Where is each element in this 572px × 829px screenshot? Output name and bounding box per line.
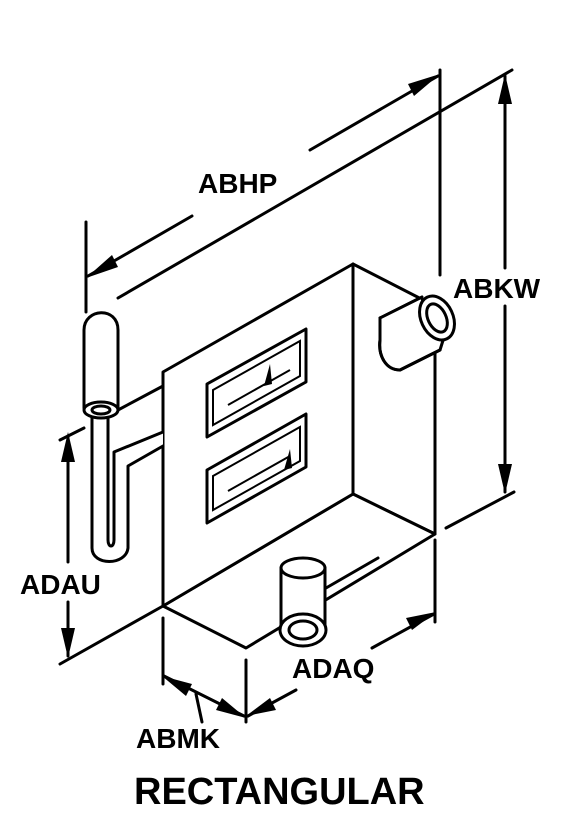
abkw-dimension: ABKW [444, 74, 541, 530]
adau-dimension: ADAU [20, 384, 165, 666]
abmk-dimension: ABMK [136, 616, 248, 754]
adau-label: ADAU [20, 569, 101, 600]
bottom-fitting [278, 556, 328, 648]
meter-window-upper [205, 327, 308, 439]
shape-caption: RECTANGULAR [134, 771, 425, 813]
abhp-label: ABHP [198, 168, 277, 199]
right-fitting [378, 294, 456, 372]
abmk-label: ABMK [136, 723, 220, 754]
adaq-dimension: ADAQ [246, 538, 437, 718]
adaq-label: ADAQ [292, 653, 374, 684]
meter-window-lower [205, 412, 308, 525]
abhp-dimension: ABHP [84, 68, 514, 314]
abkw-label: ABKW [453, 273, 541, 304]
probe [82, 311, 165, 563]
